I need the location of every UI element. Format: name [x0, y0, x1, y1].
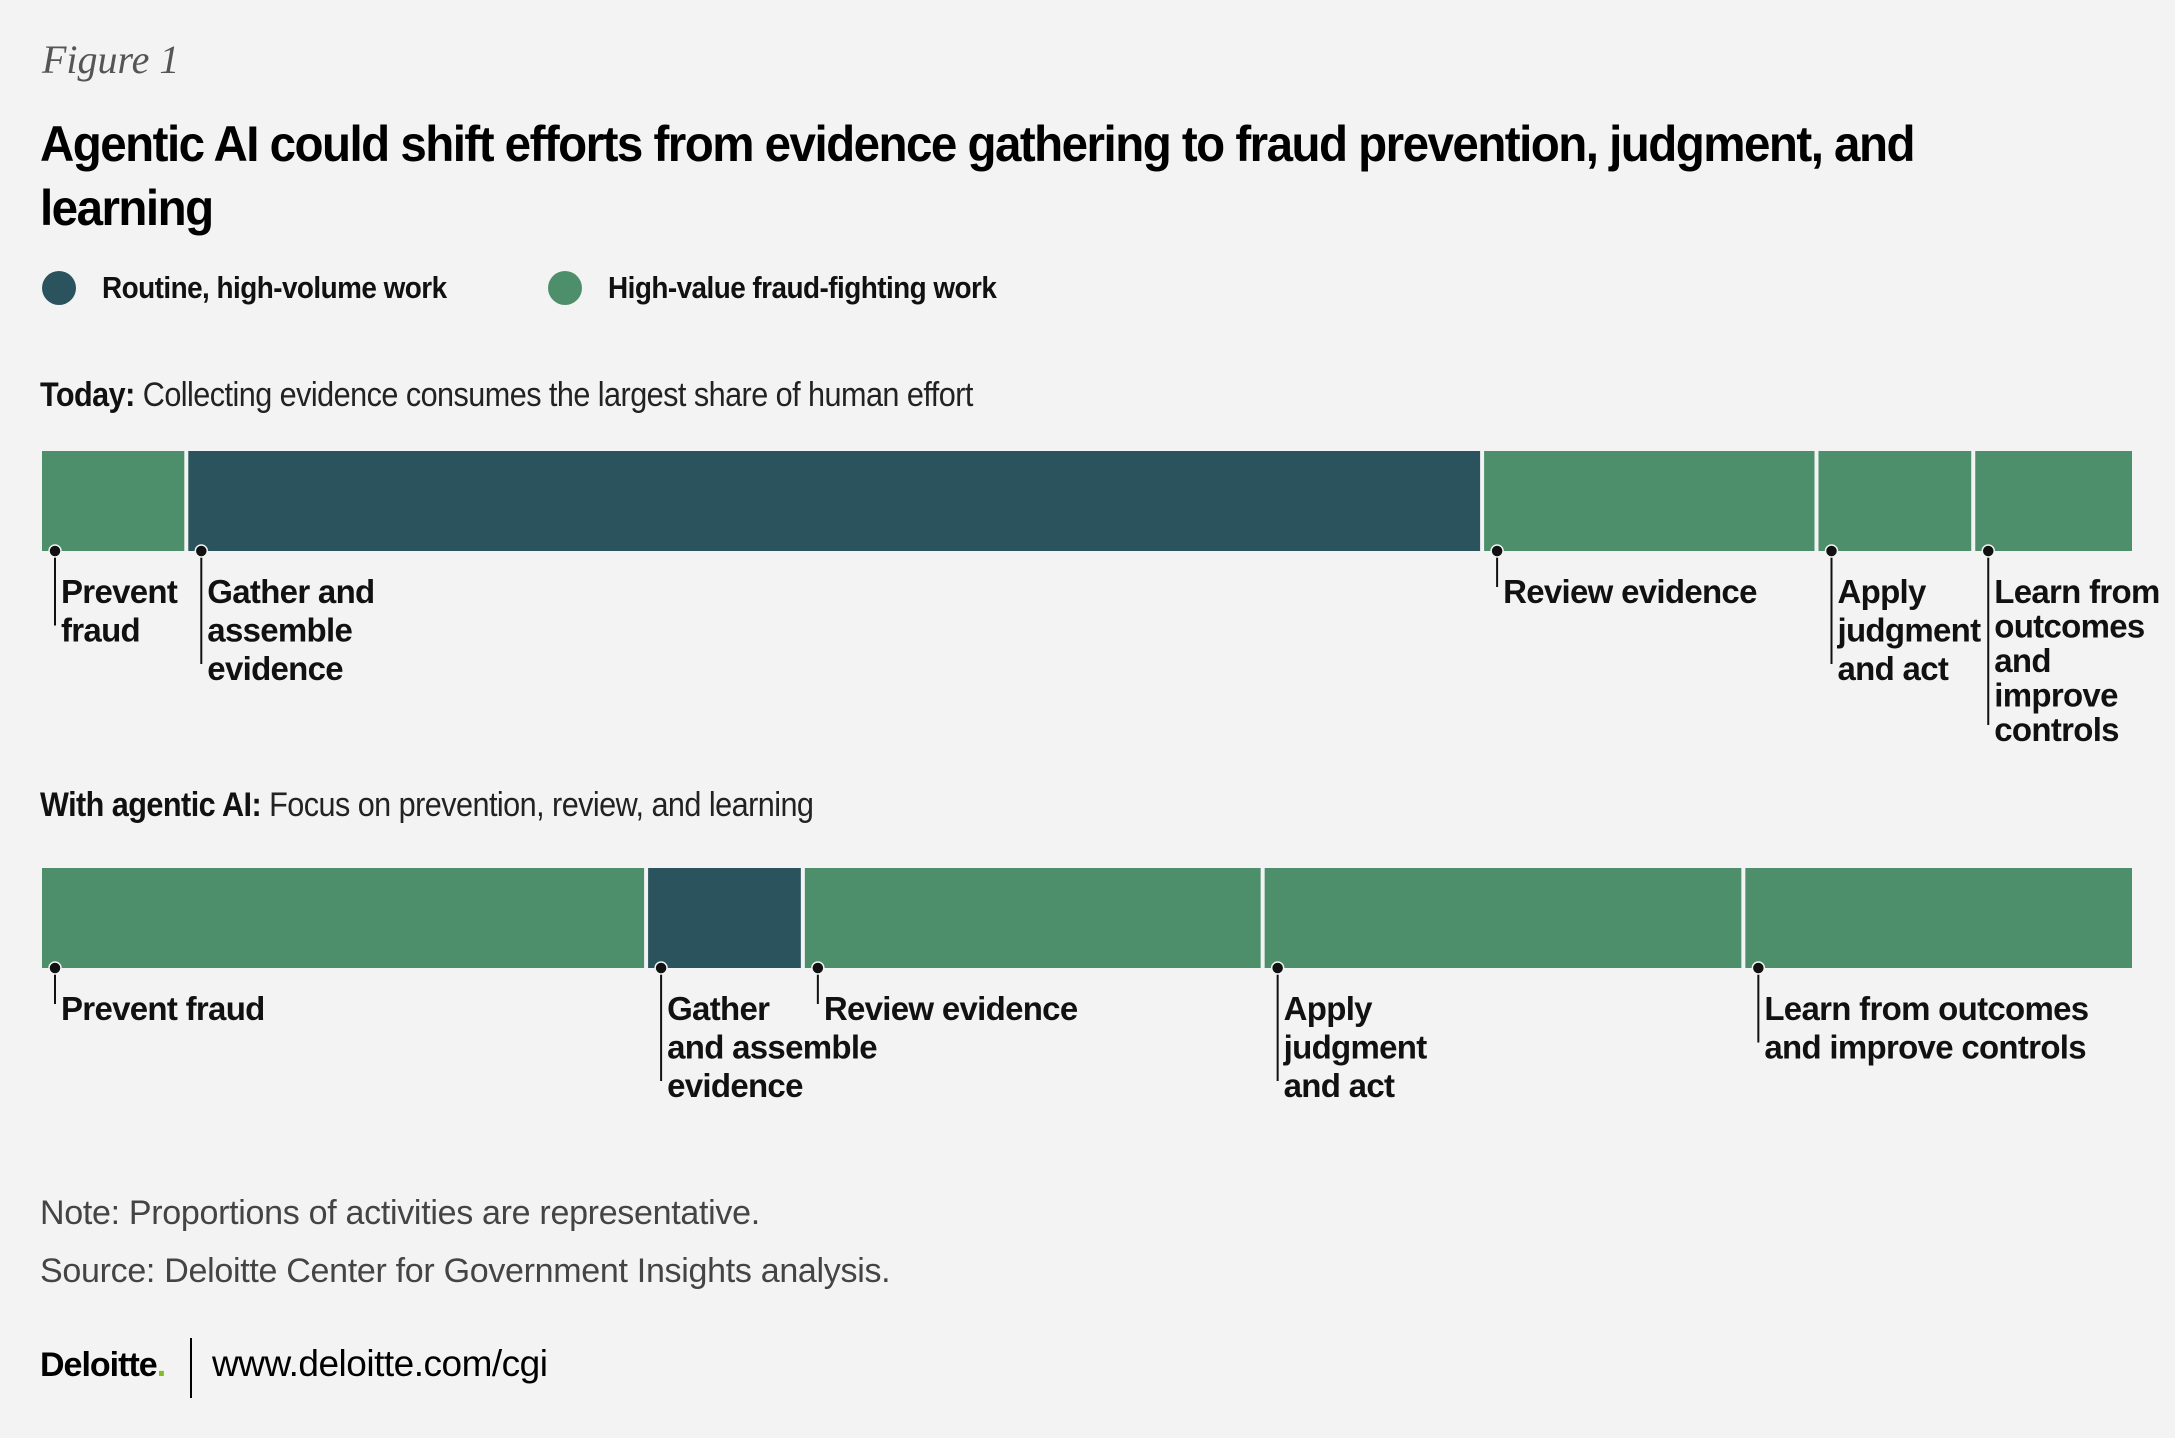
- segment-label-line: evidence: [207, 650, 343, 687]
- segment-label-line: Review evidence: [824, 990, 1078, 1027]
- segment-label-line: assemble: [207, 612, 352, 649]
- bar-segment-learn-from-outcomes-and-improve-controls: [1745, 868, 2132, 968]
- segment-label-line: controls: [1994, 711, 2119, 748]
- segment-label-line: Review evidence: [1503, 573, 1757, 610]
- label-anchor-dot: [654, 961, 668, 975]
- segment-label-line: Learn from outcomes: [1764, 990, 2088, 1027]
- label-anchor-dot: [48, 961, 62, 975]
- logo-text: Deloitte: [40, 1346, 158, 1384]
- legend-label: Routine, high-volume work: [102, 270, 447, 305]
- segment-label-line: Learn from: [1994, 573, 2159, 610]
- source-text: Source: Deloitte Center for Government I…: [40, 1252, 891, 1290]
- segment-label-line: improve: [1994, 677, 2118, 714]
- label-anchor-dot: [1751, 961, 1766, 975]
- segment-label-line: Gather: [667, 990, 770, 1027]
- section-header-agentic: With agentic AI: Focus on prevention, re…: [40, 786, 814, 825]
- segment-label: Review evidence: [824, 990, 1078, 1027]
- legend-dot-icon: [42, 271, 76, 305]
- section-header-text: Focus on prevention, review, and learnin…: [261, 786, 814, 824]
- brand-url-link[interactable]: www.deloitte.com/cgi: [212, 1343, 548, 1384]
- segment-label: Review evidence: [1503, 573, 1757, 610]
- segment-label-line: and: [1994, 642, 2051, 679]
- segment-label-line: Gather and: [207, 573, 374, 610]
- label-anchor-dot: [1490, 544, 1504, 558]
- figure-label: Figure 1: [42, 37, 180, 82]
- bar-segment-apply-judgment-and-act: [1818, 451, 1972, 551]
- label-anchor-dot: [1824, 544, 1839, 558]
- legend-label: High-value fraud-fighting work: [608, 270, 997, 305]
- bar-segment-gather-and-assemble-evidence: [188, 451, 1481, 551]
- section-header-bold: Today:: [40, 376, 135, 414]
- label-anchor-dot: [1270, 961, 1285, 975]
- label-anchor-dot: [811, 961, 825, 975]
- segment-label-line: evidence: [667, 1067, 803, 1104]
- segment-label-line: and assemble: [667, 1029, 877, 1066]
- deloitte-logo: Deloitte.: [40, 1346, 167, 1385]
- note-text: Note: Proportions of activities are repr…: [40, 1194, 760, 1232]
- chart-title: Agentic AI could shift efforts from evid…: [40, 116, 1915, 236]
- bar-segment-prevent-fraud: [42, 451, 185, 551]
- label-anchor-dot: [194, 544, 209, 558]
- section-header-bold: With agentic AI:: [40, 786, 262, 824]
- bar-segment-gather-and-assemble-evidence: [648, 868, 801, 968]
- legend-dot-icon: [548, 271, 582, 305]
- segment-label-line: Prevent fraud: [61, 990, 265, 1027]
- segment-label-line: Apply: [1284, 990, 1374, 1027]
- segment-label-line: outcomes: [1994, 608, 2144, 645]
- bar-segment-review-evidence: [1484, 451, 1815, 551]
- segment-label-line: Apply: [1838, 573, 1928, 610]
- segment-label-line: judgment: [1837, 612, 1982, 649]
- label-anchor-dot: [48, 544, 62, 558]
- legend-item-routine: Routine, high-volume work: [42, 270, 485, 306]
- segment-label: Prevent fraud: [61, 990, 265, 1027]
- segment-label-line: and act: [1838, 650, 1949, 687]
- bar-segment-review-evidence: [804, 868, 1261, 968]
- label-anchor-dot: [1981, 544, 1995, 558]
- section-header-today: Today: Collecting evidence consumes the …: [40, 376, 973, 415]
- bar-segment-apply-judgment-and-act: [1264, 868, 1742, 968]
- brand-divider: [190, 1338, 192, 1398]
- section-header-text: Collecting evidence consumes the largest…: [134, 376, 974, 414]
- logo-dot: .: [156, 1346, 167, 1384]
- segment-label-line: judgment: [1283, 1029, 1428, 1066]
- segment-label-line: fraud: [61, 612, 140, 649]
- legend-item-high-value: High-value fraud-fighting work: [548, 270, 1040, 306]
- segment-label-line: and act: [1284, 1067, 1395, 1104]
- bar-segment-prevent-fraud: [42, 868, 645, 968]
- segment-label-line: Prevent: [61, 573, 178, 610]
- segment-label-line: and improve controls: [1764, 1029, 2086, 1066]
- bar-segment-learn-from-outcomes-and-improve-controls: [1975, 451, 2132, 551]
